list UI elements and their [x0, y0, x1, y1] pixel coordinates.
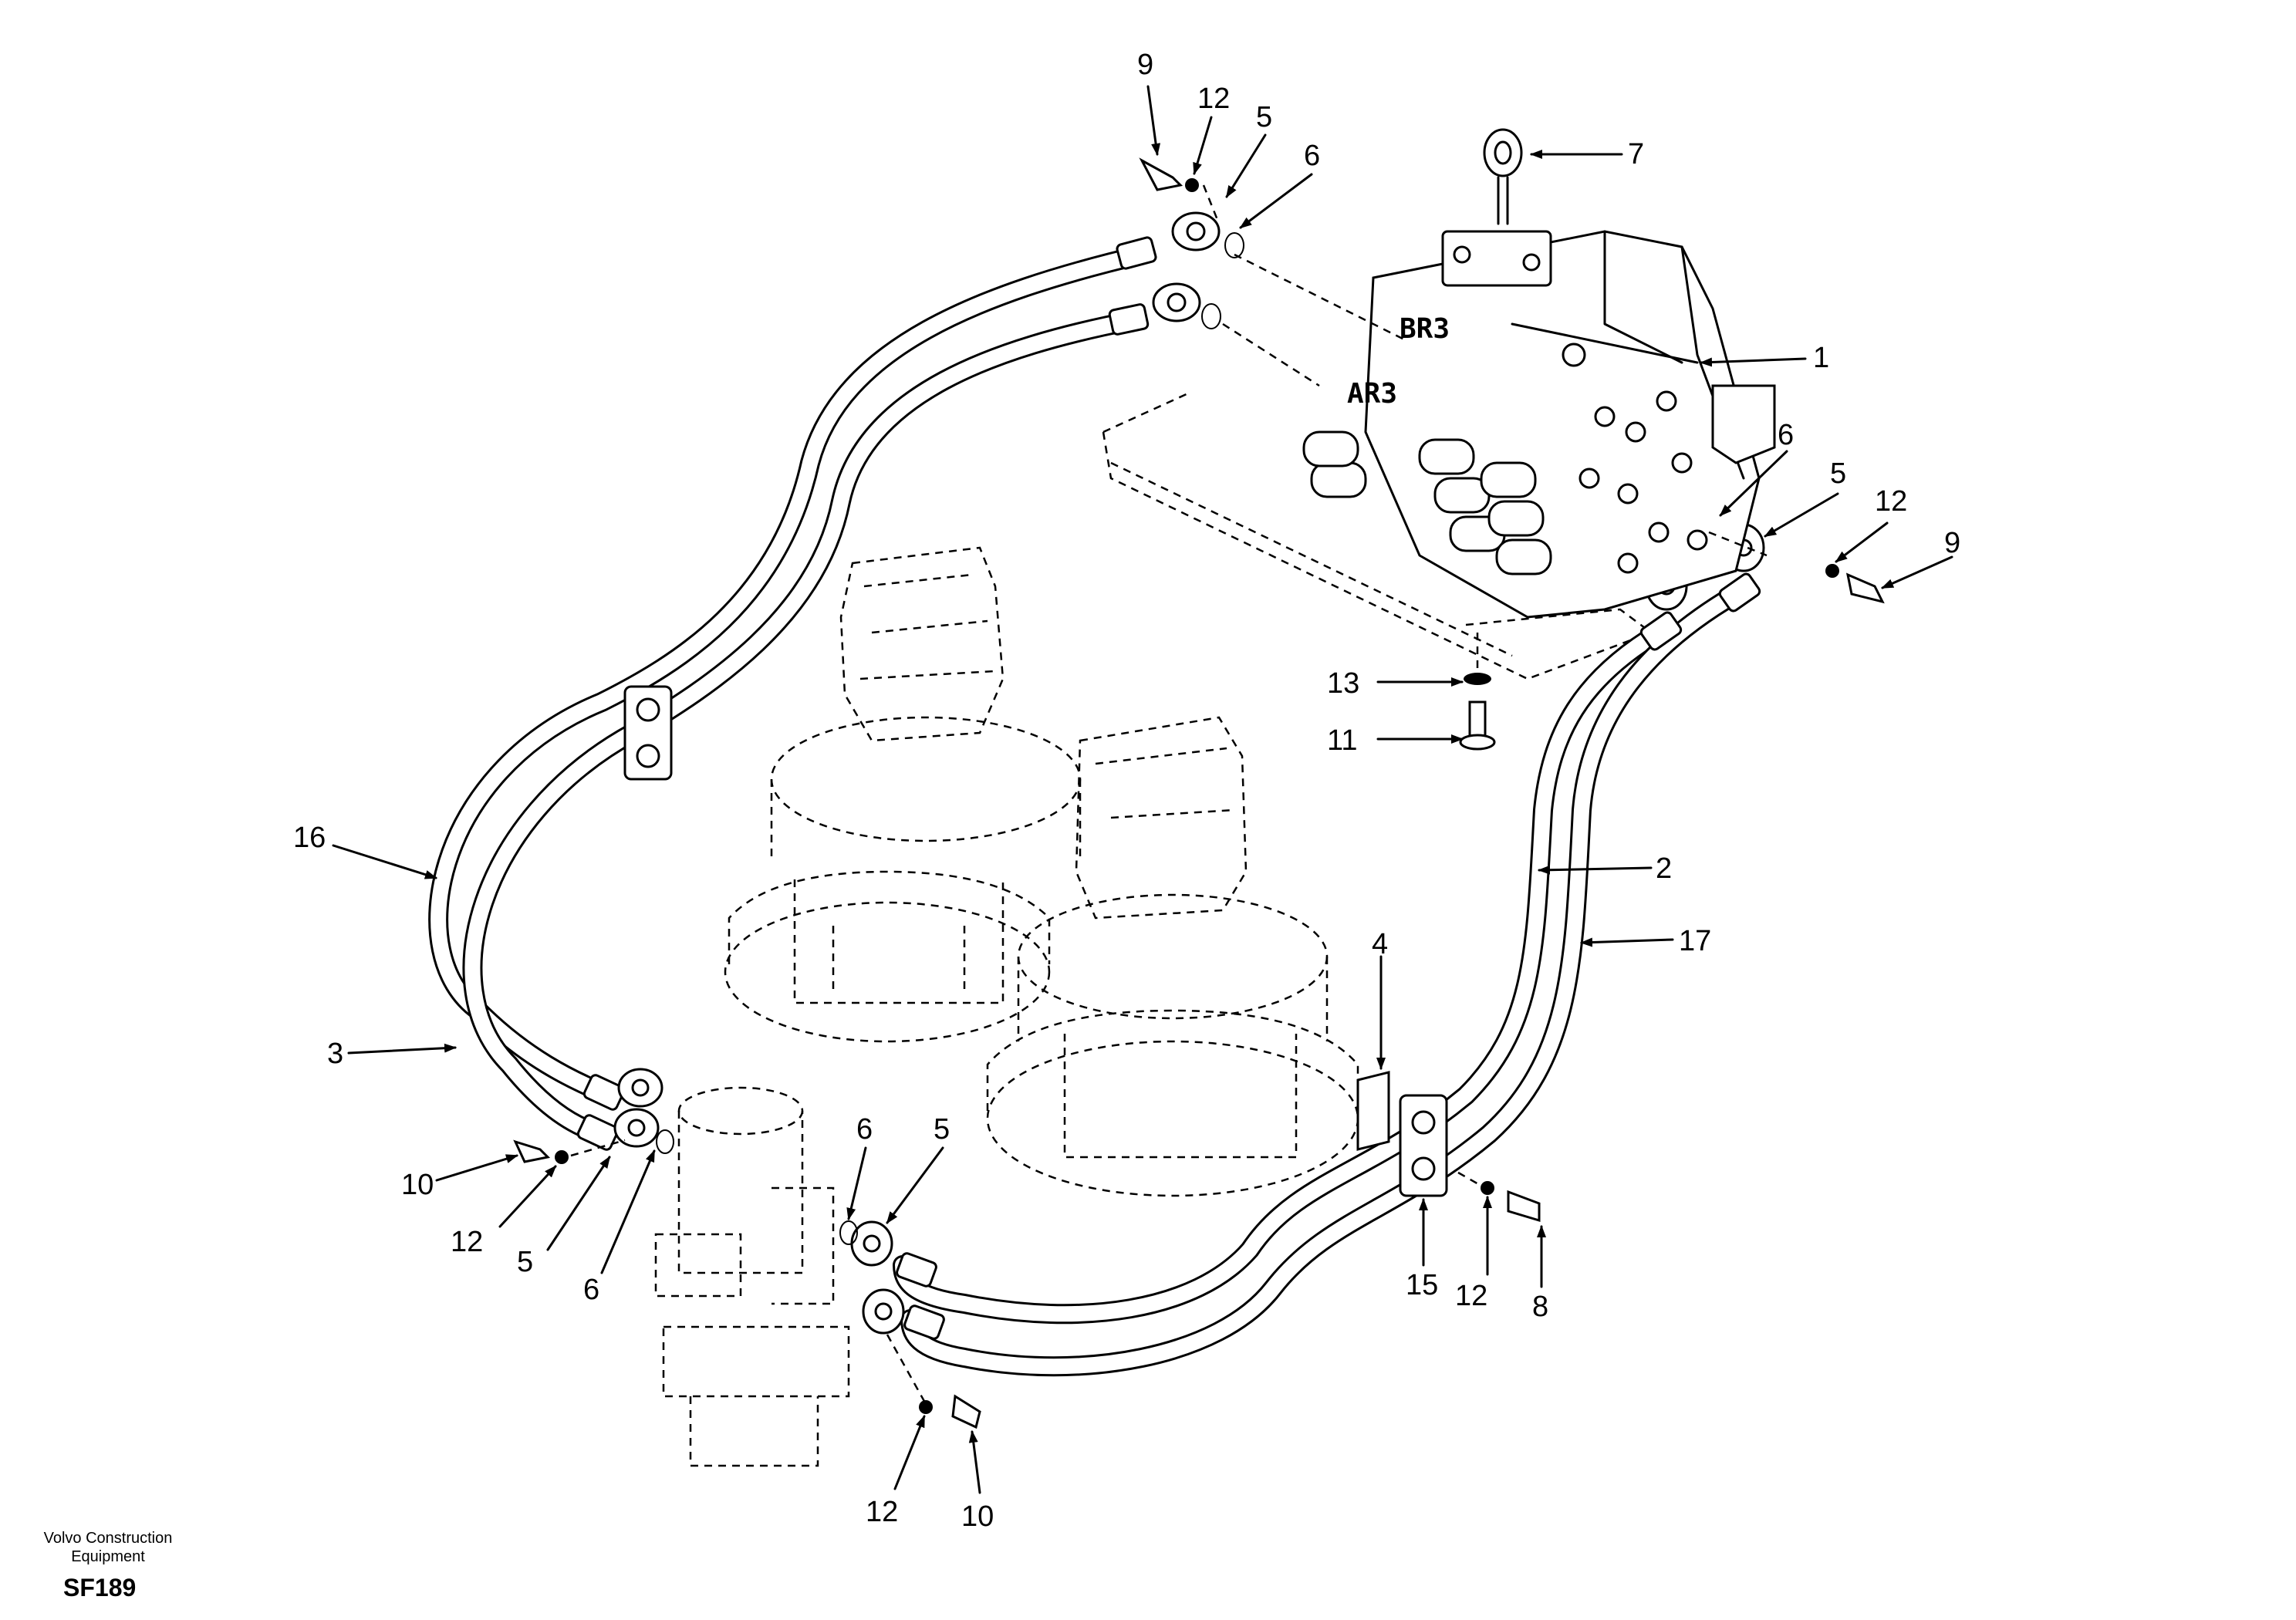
callout-12-top: 12: [1197, 83, 1230, 115]
callout-5-top: 5: [1256, 101, 1272, 133]
port-label-br3: BR3: [1400, 313, 1450, 345]
hose-clamp-15: [1399, 1094, 1448, 1197]
callout-6-right: 6: [1778, 419, 1794, 451]
callout-7: 7: [1628, 138, 1644, 170]
callout-5-right: 5: [1830, 457, 1846, 490]
eye-bolt-7: [1483, 128, 1523, 225]
bolt-9-top: [1139, 157, 1199, 192]
hose-17: [900, 584, 1746, 1377]
flange-left-lower: [613, 1108, 674, 1154]
callout-1: 1: [1813, 342, 1829, 374]
callout-17: 17: [1679, 925, 1711, 957]
callout-13: 13: [1327, 667, 1359, 700]
callout-6-top: 6: [1304, 140, 1320, 172]
hose-2: [893, 623, 1669, 1325]
callout-15: 15: [1406, 1269, 1438, 1301]
footer-diagram-code: SF189: [63, 1574, 137, 1601]
flange-left-upper: [617, 1068, 663, 1108]
callout-labels: 9 12 5 6 7 1 6 5 12 9 13 11 16 2 17 4 3 …: [293, 49, 1960, 1533]
mounting-plate-dashed: [1102, 392, 1652, 680]
callout-5-bottom: 5: [934, 1113, 950, 1146]
flange-top-upper: [1171, 211, 1244, 258]
callout-9-right: 9: [1944, 527, 1960, 559]
bolt-10-bottom: [919, 1394, 981, 1429]
callout-6-bottom: 6: [856, 1113, 873, 1146]
callout-10-bottom: 10: [961, 1500, 994, 1533]
footer-company-name: Volvo Construction Equipment: [43, 1530, 173, 1565]
control-valve-1: [1364, 230, 1776, 619]
callout-8: 8: [1532, 1291, 1548, 1323]
center-swivel-joint-dashed: [654, 1086, 850, 1467]
callout-12-right: 12: [1875, 485, 1907, 518]
clamp-bracket-4: [1356, 1071, 1390, 1151]
port-label-ar3: AR3: [1347, 378, 1397, 410]
callout-3: 3: [327, 1038, 343, 1070]
bolt-10-left: [513, 1139, 569, 1164]
hose-clamp-upper-left: [623, 685, 673, 781]
hose-ferrules: [576, 236, 1761, 1340]
swing-motor-front-dashed: [986, 716, 1359, 1197]
callout-11: 11: [1327, 724, 1357, 757]
bolt-8: [1481, 1181, 1541, 1223]
swing-motor-rear-dashed: [724, 546, 1082, 1043]
bolt-11-and-washer-13: [1459, 673, 1496, 751]
callout-10-left: 10: [401, 1169, 434, 1201]
callout-leaders: [332, 85, 1953, 1494]
callout-12-bottom-right: 12: [1455, 1280, 1487, 1312]
hose-16: [428, 245, 1152, 1105]
bolt-9-right: [1825, 564, 1885, 604]
callout-16: 16: [293, 822, 326, 854]
flange-top-lower: [1152, 282, 1221, 329]
callout-12-left: 12: [451, 1226, 483, 1258]
callout-12-bottom: 12: [866, 1496, 898, 1528]
callout-9-top: 9: [1137, 49, 1153, 81]
pilot-spools: [1302, 430, 1552, 575]
callout-2: 2: [1656, 852, 1672, 885]
callout-4: 4: [1372, 928, 1388, 960]
flange-bottom-upper: [839, 1220, 893, 1267]
callout-6-left: 6: [583, 1274, 599, 1306]
flange-bottom-lower: [862, 1288, 905, 1335]
callout-5-left: 5: [517, 1246, 533, 1278]
assembly-guide-lines: [570, 184, 1768, 1405]
